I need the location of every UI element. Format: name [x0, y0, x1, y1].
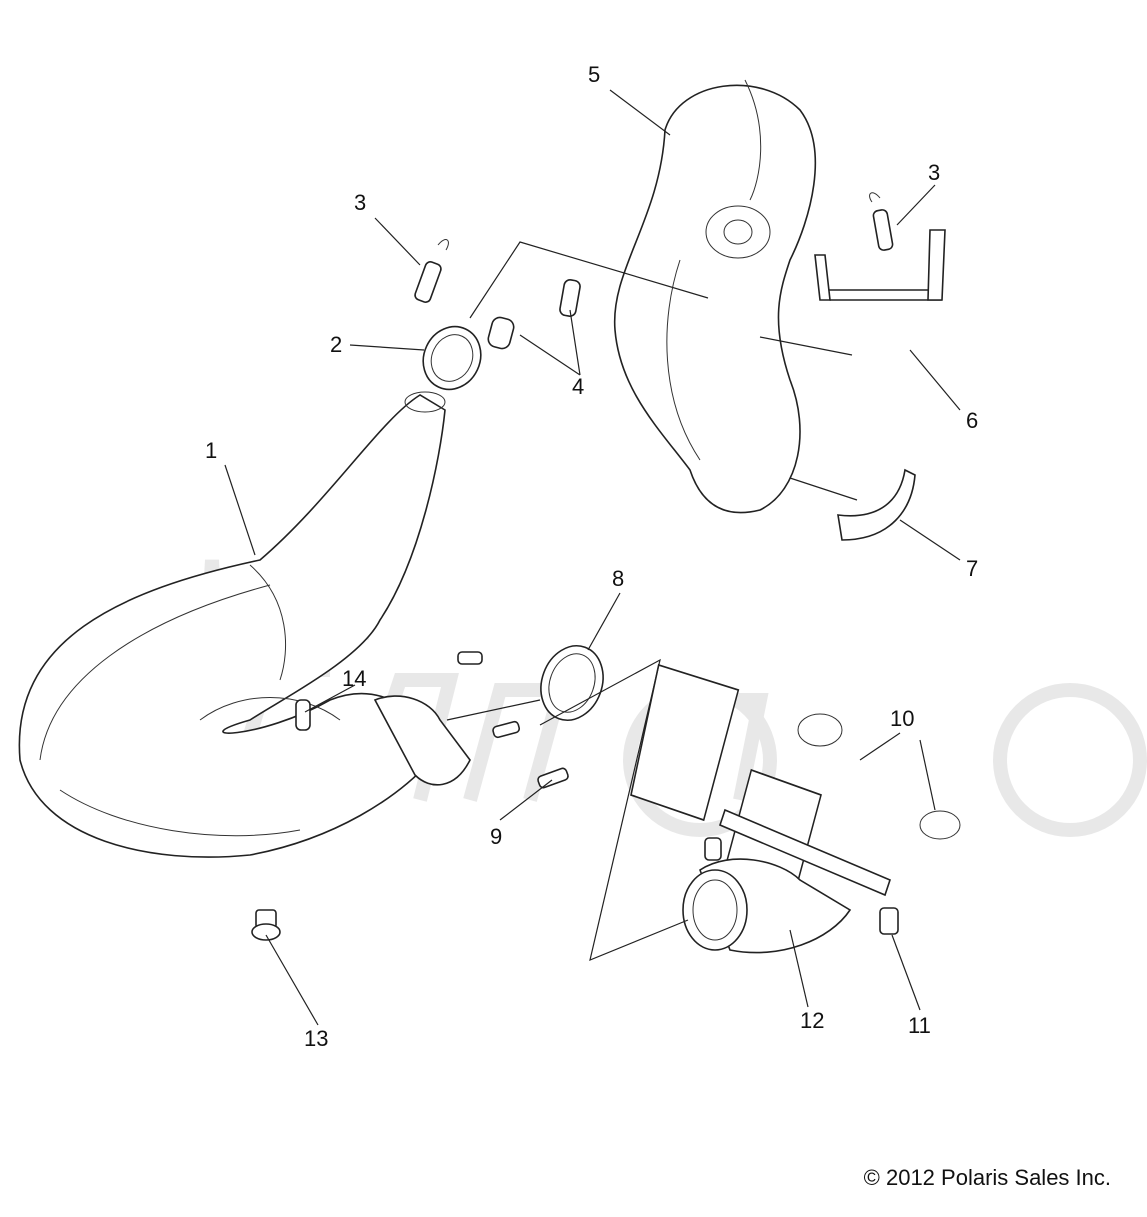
callout-9: 9 [490, 824, 502, 849]
part-9-springs [457, 651, 569, 789]
part-1-exhaust-pipe [18, 391, 471, 858]
callout-10: 10 [890, 706, 914, 731]
part-4-grommets [487, 279, 581, 350]
leader-lines [224, 89, 961, 1026]
part-14-spring [295, 699, 311, 731]
callout-3-left: 3 [354, 190, 366, 215]
callout-labels: 1 2 3 3 4 5 6 7 8 9 10 11 12 13 14 [205, 62, 978, 1051]
part-8-seal-ring [540, 645, 604, 721]
callout-12: 12 [800, 1008, 824, 1033]
callout-13: 13 [304, 1026, 328, 1051]
part-12-manifold [682, 808, 891, 954]
assembly-guide-lines [446, 241, 858, 961]
callout-11: 11 [908, 1013, 931, 1038]
callout-5: 5 [588, 62, 600, 87]
part-2-gasket-ring [422, 325, 482, 391]
part-7-clamp [837, 468, 916, 541]
part-3-spring-right [869, 192, 894, 251]
part-11-studs [704, 837, 899, 935]
part-6-bracket [814, 229, 946, 301]
callout-7: 7 [966, 556, 978, 581]
callout-2: 2 [330, 332, 342, 357]
callout-1: 1 [205, 438, 217, 463]
callout-3-right: 3 [928, 160, 940, 185]
copyright-notice: © 2012 Polaris Sales Inc. [863, 1165, 1111, 1190]
callout-4: 4 [572, 374, 584, 399]
part-5-muffler [613, 79, 817, 514]
part-3-spring-left [414, 239, 449, 303]
callout-14: 14 [342, 666, 366, 691]
callout-6: 6 [966, 408, 978, 433]
callout-8: 8 [612, 566, 624, 591]
part-13-bolt [251, 909, 281, 941]
